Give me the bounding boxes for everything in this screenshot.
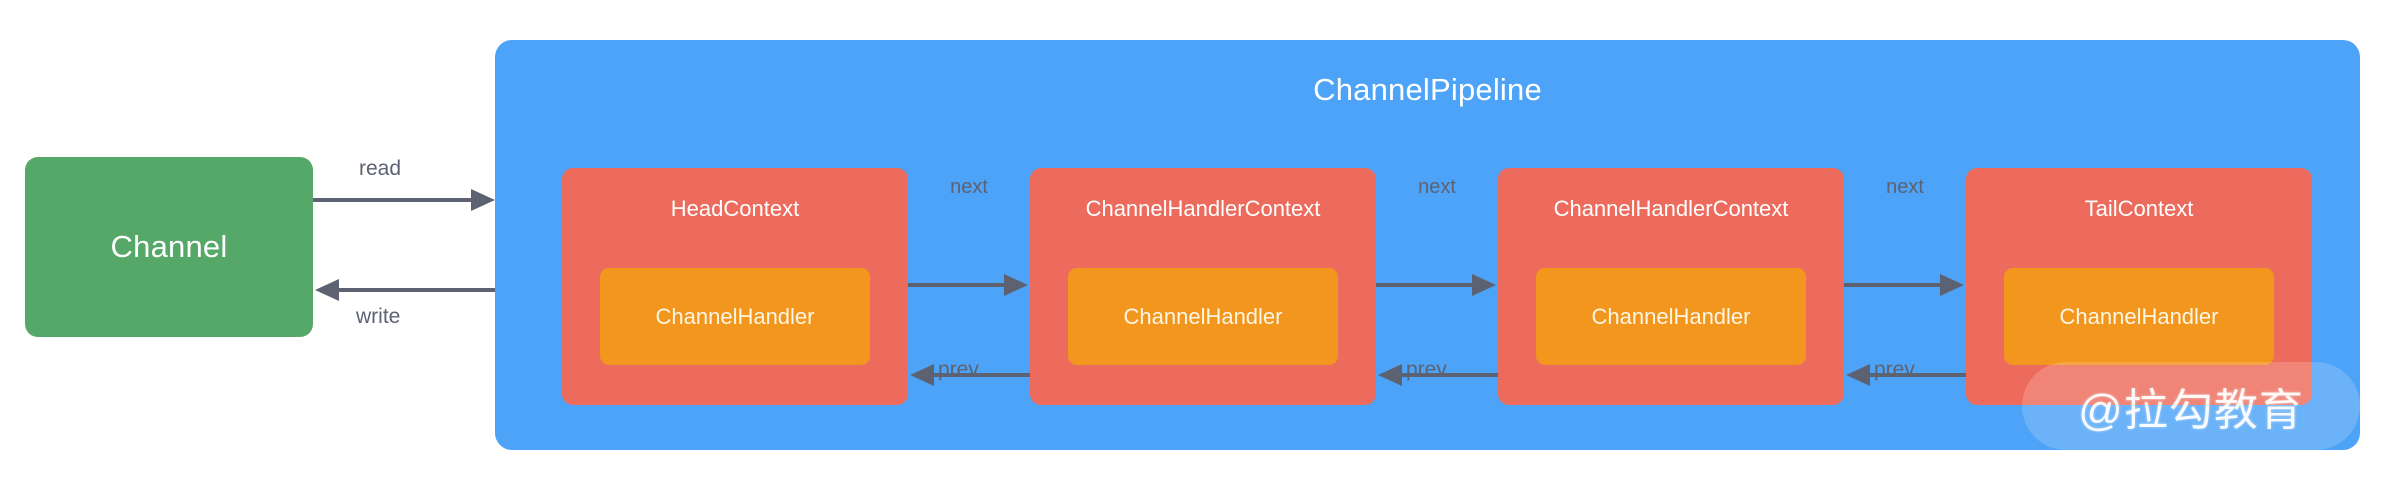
- watermark-text: @拉勾教育: [2078, 386, 2304, 435]
- next-label: next: [1886, 176, 1924, 198]
- prev-label-2: prev: [1406, 358, 1447, 381]
- channel-handler-box: ChannelHandler: [1068, 268, 1338, 365]
- channel-handler-box: ChannelHandler: [2004, 268, 2274, 365]
- context-title: ChannelHandlerContext: [1553, 196, 1789, 221]
- context-box-head: HeadContext ChannelHandler: [562, 168, 908, 405]
- channel-handler-box: ChannelHandler: [600, 268, 870, 365]
- context-box-3: ChannelHandlerContext ChannelHandler: [1498, 168, 1844, 405]
- link-group-1: next: [908, 168, 1030, 405]
- write-label: write: [356, 305, 401, 328]
- next-label: next: [1418, 176, 1456, 198]
- prev-arrow-icon: [910, 364, 1030, 386]
- context-box-tail: TailContext ChannelHandler: [1966, 168, 2312, 405]
- channel-handler-label: ChannelHandler: [2059, 303, 2219, 329]
- next-arrow-icon: [1376, 274, 1496, 296]
- prev-label-1: prev: [938, 358, 979, 381]
- read-arrow: [313, 186, 497, 214]
- read-label: read: [359, 157, 402, 180]
- prev-label-3: prev: [1874, 358, 1915, 381]
- read-arrow-icon: [313, 189, 495, 211]
- next-arrow-icon: [908, 274, 1028, 296]
- channel-handler-label: ChannelHandler: [1123, 303, 1283, 329]
- channel-box: Channel: [25, 157, 313, 337]
- channel-handler-label: ChannelHandler: [1591, 303, 1751, 329]
- next-arrow-icon: [1844, 274, 1964, 296]
- context-title: ChannelHandlerContext: [1085, 196, 1321, 221]
- pipeline-title: ChannelPipeline: [1313, 72, 1542, 107]
- write-arrow-icon: [315, 279, 497, 301]
- link-group-3: next: [1844, 168, 1966, 405]
- prev-arrow-icon: [1378, 364, 1498, 386]
- channel-pipeline-container: ChannelPipeline HeadContext ChannelHandl…: [495, 40, 2360, 450]
- context-title: TailContext: [2084, 196, 2194, 221]
- watermark-badge: @拉勾教育: [2022, 362, 2360, 450]
- context-title: HeadContext: [670, 196, 800, 221]
- channel-label: Channel: [110, 229, 228, 264]
- context-box-2: ChannelHandlerContext ChannelHandler: [1030, 168, 1376, 405]
- link-group-2: next: [1376, 168, 1498, 405]
- channel-handler-label: ChannelHandler: [655, 303, 815, 329]
- channel-handler-box: ChannelHandler: [1536, 268, 1806, 365]
- prev-arrow-icon: [1846, 364, 1966, 386]
- next-label: next: [950, 176, 988, 198]
- write-arrow: [313, 276, 497, 304]
